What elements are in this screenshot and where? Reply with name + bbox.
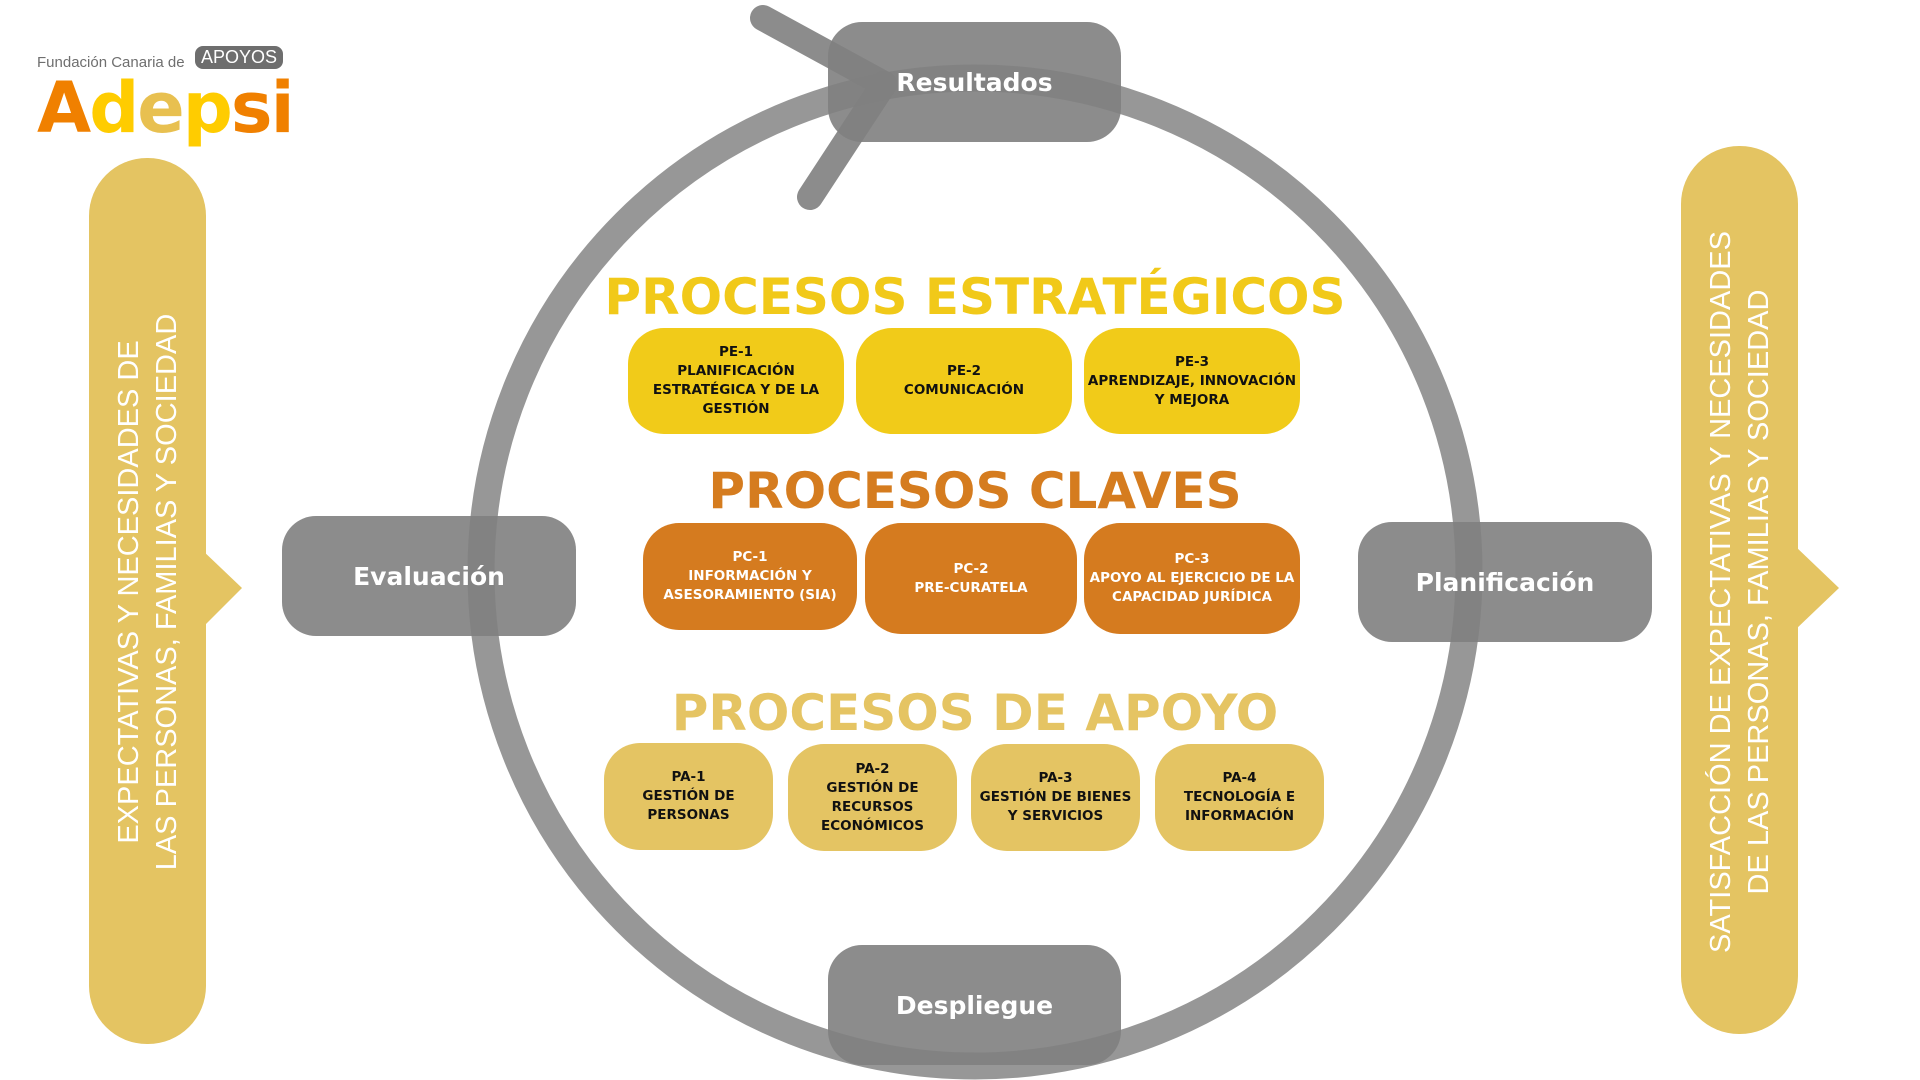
cycle-label-evaluacion: Evaluación xyxy=(353,561,505,591)
process-name: PLANIFICACIÓN ESTRATÉGICA Y DE LA GESTIÓ… xyxy=(652,363,820,417)
logo-wordmark: Adepsi xyxy=(37,67,295,149)
right-banner xyxy=(1681,146,1798,1034)
logo-badge: APOYOS xyxy=(195,46,284,69)
process-code: PA-3 xyxy=(1038,770,1073,786)
process-name: COMUNICACIÓN xyxy=(903,382,1025,398)
left-banner-arrow-icon xyxy=(200,548,242,630)
strategic-title: PROCESOS ESTRATÉGICOS xyxy=(604,268,1346,326)
cycle-label-resultados: Resultados xyxy=(896,67,1053,97)
process-name: APOYO AL EJERCICIO DE LA CAPACIDAD JURÍD… xyxy=(1089,570,1295,605)
process-name: PRE-CURATELA xyxy=(914,579,1028,596)
logo-letter: A xyxy=(37,67,91,149)
process-name: GESTIÓN DE RECURSOS ECONÓMICOS xyxy=(821,779,924,834)
logo-letter: p xyxy=(182,67,233,149)
right-banner-arrow-icon xyxy=(1795,546,1839,630)
logo: Fundación Canaria de APOYOS Adepsi xyxy=(37,46,295,148)
cycle-label-despliegue: Despliegue xyxy=(895,990,1054,1020)
cycle-arrow-icon xyxy=(750,5,897,210)
support-title: PROCESOS DE APOYO xyxy=(671,684,1279,742)
logo-letter: d xyxy=(89,67,139,149)
logo-tagline: Fundación Canaria de xyxy=(37,54,185,71)
process-name: GESTIÓN DE PERSONAS xyxy=(642,788,735,823)
key-title: PROCESOS CLAVES xyxy=(708,462,1242,520)
process-code: PA-4 xyxy=(1222,770,1257,786)
process-code: PE-1 xyxy=(718,344,754,360)
cycle-label-planificacion: Planificación xyxy=(1415,567,1595,597)
cycle-box-planificacion xyxy=(1358,522,1652,642)
process-code: PC-1 xyxy=(732,549,768,565)
process-code: PA-2 xyxy=(855,760,890,777)
process-name: APRENDIZAJE, INNOVACIÓN Y MEJORA xyxy=(1087,372,1297,408)
cycle-circle xyxy=(467,64,1483,1080)
process-name: INFORMACIÓN Y ASESORAMIENTO (SIA) xyxy=(663,568,837,603)
process-code: PC-2 xyxy=(953,560,989,577)
logo-letter: e xyxy=(137,67,185,149)
process-code: PC-3 xyxy=(1174,551,1210,567)
process-name: GESTIÓN DE BIENES Y SERVICIOS xyxy=(979,789,1132,824)
process-code: PE-2 xyxy=(946,363,982,379)
process-name: TECNOLOGÍA E INFORMACIÓN xyxy=(1183,789,1296,824)
process-code: PA-1 xyxy=(671,769,706,785)
cycle-box-evaluacion xyxy=(282,516,576,636)
process-code: PE-3 xyxy=(1174,353,1210,370)
logo-letter: s xyxy=(230,67,273,149)
left-banner xyxy=(89,158,206,1044)
logo-letter: i xyxy=(270,67,295,149)
